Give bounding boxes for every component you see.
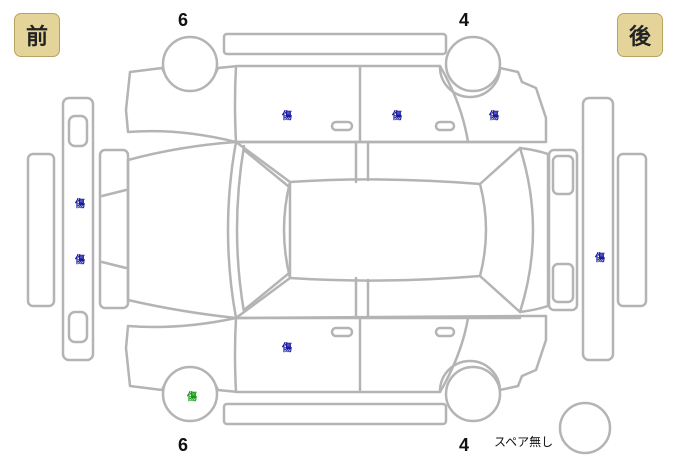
damage-mark-left-quarter: 傷 (488, 109, 499, 122)
rear-window (478, 146, 535, 314)
front-lamp-upper (67, 114, 89, 148)
rear-bumper-outer (616, 152, 648, 308)
windshield-inner (235, 144, 246, 314)
right-front-handle (330, 326, 354, 338)
left-rear-handle (434, 120, 456, 132)
damage-mark-front-right-door: 傷 (281, 341, 292, 354)
right-rear-handle (434, 326, 456, 338)
left-side-sill (222, 32, 448, 56)
wheel-rear-right (444, 365, 502, 423)
left-front-fender-line (233, 64, 238, 144)
spare-wheel (558, 401, 612, 455)
windshield-front-edge (226, 140, 238, 320)
damage-mark-rear-bumper: 傷 (594, 251, 605, 264)
damage-mark-front-bumper-upper: 傷 (74, 197, 85, 210)
rear-lamp-lower (551, 262, 575, 304)
damage-mark-front-left-door: 傷 (281, 109, 292, 122)
wheel-front-left (161, 35, 219, 93)
tire-tread-top-left: 6 (178, 10, 189, 30)
trunk-lid (518, 146, 550, 314)
front-bumper-outer (26, 152, 56, 308)
wheel-front-right (161, 365, 219, 423)
front-bumper (61, 96, 95, 362)
right-side-sill (222, 402, 448, 426)
right-rear-door-edge (438, 316, 470, 394)
rear-bumper (581, 96, 615, 362)
tire-tread-bottom-right: 4 (459, 435, 470, 455)
front-grille (98, 148, 130, 310)
tire-tread-top-right: 4 (459, 10, 470, 30)
roof (282, 178, 488, 282)
tire-tread-bottom-left: 6 (178, 435, 189, 455)
front-badge: 前 (14, 13, 60, 57)
wheel-rear-left (444, 35, 502, 93)
damage-mark-rear-left-door: 傷 (391, 109, 402, 122)
left-front-handle (330, 120, 354, 132)
rear-lamp-upper (551, 154, 575, 196)
right-front-fender-line (233, 316, 238, 394)
front-lamp-lower (67, 310, 89, 344)
damage-mark-front-bumper-lower: 傷 (74, 253, 85, 266)
rear-badge: 後 (617, 13, 663, 57)
damage-mark-right-front-wheel: 傷 (186, 390, 197, 403)
left-rear-door-edge (438, 64, 470, 144)
spare-tire-label: スペア無し (494, 435, 554, 449)
